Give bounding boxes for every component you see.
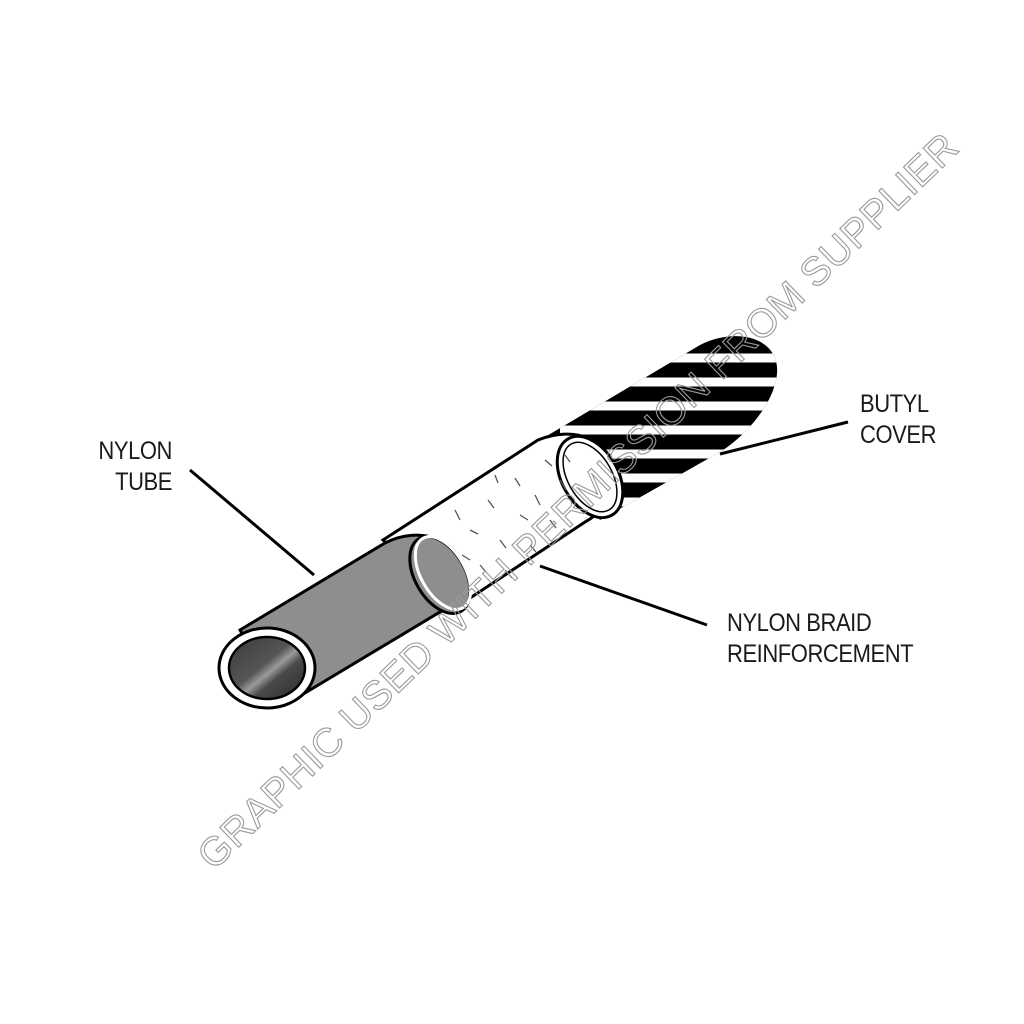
butyl-cover-leader (719, 420, 849, 456)
nylon-braid-label-line2: REINFORCEMENT (727, 640, 914, 668)
nylon-braid-label-line1: NYLON BRAID (727, 609, 872, 637)
nylon-tube-layer (217, 533, 473, 710)
butyl-cover-label: BUTYL COVER (860, 389, 936, 451)
nylon-tube-label-line1: NYLON (98, 437, 172, 465)
nylon-tube-leader (189, 468, 315, 577)
butyl-cover-label-line1: BUTYL (860, 390, 929, 418)
nylon-braid-label: NYLON BRAID REINFORCEMENT (727, 608, 914, 670)
nylon-braid-leader (539, 564, 708, 627)
nylon-tube-label-line2: TUBE (115, 468, 172, 496)
nylon-tube-label: NYLON TUBE (73, 436, 172, 498)
butyl-cover-label-line2: COVER (860, 421, 937, 449)
